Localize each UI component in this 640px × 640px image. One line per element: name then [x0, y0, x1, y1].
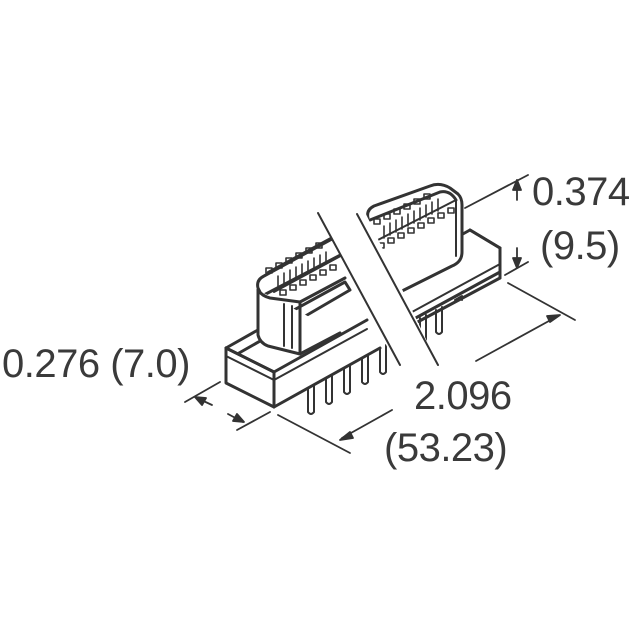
housing-left — [256, 233, 352, 356]
dim-height — [464, 174, 529, 276]
height-inch-label: 0.374 — [532, 170, 630, 214]
height-mm-label: (9.5) — [540, 224, 620, 268]
dim-length — [277, 282, 576, 454]
pins-left — [307, 344, 387, 415]
break-gap — [318, 210, 436, 368]
width-label: 0.276 (7.0) — [2, 342, 190, 386]
housing-right — [366, 182, 464, 294]
break-lines — [317, 212, 439, 366]
length-inch-label: 2.096 — [414, 374, 512, 418]
length-mm-label: (53.23) — [384, 426, 508, 470]
dim-width — [184, 381, 271, 431]
